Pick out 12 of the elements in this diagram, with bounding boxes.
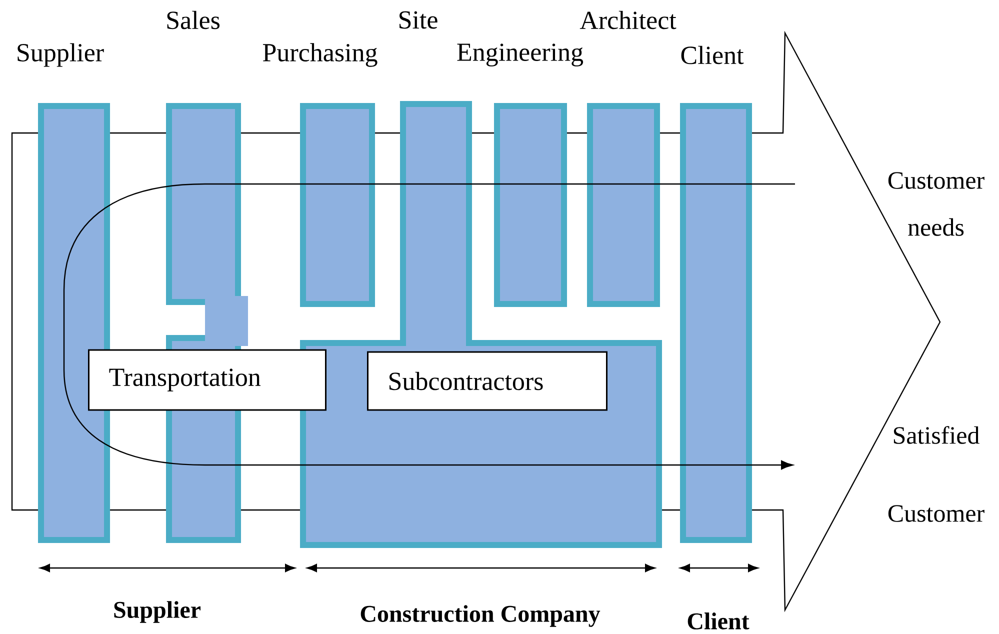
text-box: Subcontractors	[367, 351, 608, 411]
column-heading: Supplier	[18, 43, 104, 67]
dimension-label: Client	[688, 612, 750, 630]
dimension-label: Construction Company	[360, 605, 600, 627]
column-heading: Purchasing	[263, 43, 378, 67]
dimension-label: Supplier	[114, 601, 200, 623]
column-heading: Site	[400, 11, 438, 29]
column-heading: Engineering	[457, 44, 584, 66]
text-box: Transportation	[88, 349, 326, 411]
column-heading: Client	[681, 46, 744, 64]
column-heading: Sales	[167, 10, 220, 30]
column-heading: Architect	[580, 10, 676, 30]
